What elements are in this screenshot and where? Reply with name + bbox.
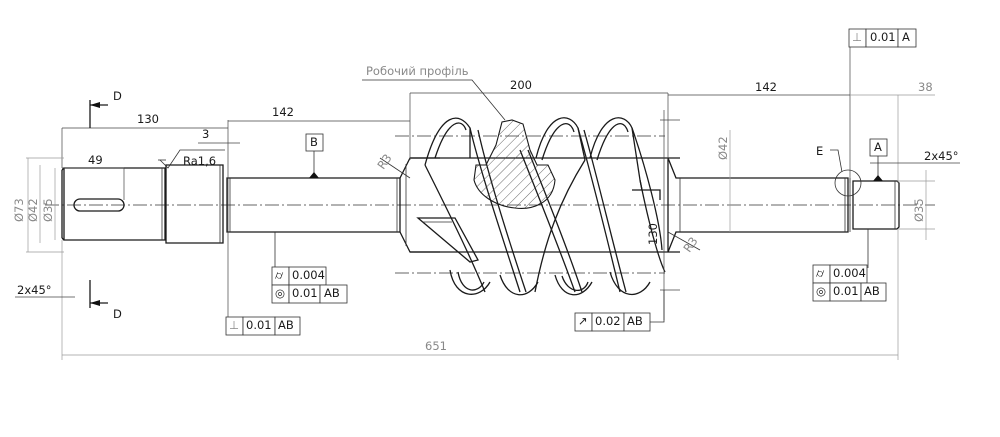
gdt-datum: AB: [324, 286, 340, 300]
dim-left-journal: 130: [137, 112, 159, 126]
gdt-datum: AB: [278, 318, 294, 332]
dimensions: [15, 40, 960, 360]
left-journal: [61, 167, 166, 241]
chamfer-left: 2x45°: [17, 283, 52, 297]
gdt-value: 0.01: [870, 30, 896, 44]
section-mark-top: D: [113, 89, 122, 103]
gdt-value: 0.01: [246, 318, 272, 332]
perpendicularity-icon: ⊥: [229, 318, 240, 332]
dim-dia-35-left: Ø35: [41, 198, 55, 222]
detail-circle-e: [834, 169, 862, 197]
gdt-value: 0.02: [595, 314, 621, 328]
gdt-value: 0.01: [833, 284, 859, 298]
detail-label-e: E: [816, 144, 824, 158]
gdt-frames: [225, 28, 917, 336]
roughness-label: Ra1,6: [183, 154, 217, 168]
gdt-value: 0.004: [833, 266, 866, 280]
section-mark-bottom: D: [113, 307, 122, 321]
dim-overall: 651: [425, 339, 447, 353]
dim-worm-length: 200: [510, 78, 532, 92]
perpendicularity-icon: ⊥: [852, 30, 863, 44]
right-journal: [852, 180, 900, 230]
datum-b: B: [310, 135, 318, 149]
dim-dia-35-right: Ø35: [912, 198, 926, 222]
worm-threads: [410, 117, 680, 296]
working-profile-section: [473, 119, 556, 209]
gdt-value: 0.004: [292, 268, 325, 282]
cylindricity-icon: ⌭: [816, 266, 825, 280]
dim-dia-73: Ø73: [12, 198, 26, 222]
left-shoulder: [165, 164, 224, 244]
dim-dia-42-left: Ø42: [26, 198, 40, 222]
concentricity-icon: ◎: [275, 286, 286, 300]
gdt-datum: A: [902, 30, 910, 44]
datum-a: A: [874, 140, 882, 154]
dim-right-shaft: 142: [755, 80, 777, 94]
cylindricity-icon: ⌭: [275, 268, 284, 282]
dim-gap: 3: [202, 127, 210, 141]
working-profile-label: Робочий профіль: [366, 64, 469, 78]
key-slot: [73, 198, 125, 212]
concentricity-icon: ◎: [816, 284, 827, 298]
dim-worm-dia: 130: [646, 223, 660, 245]
dim-left-shaft: 142: [272, 105, 294, 119]
dim-key-slot: 49: [88, 153, 103, 167]
gdt-value: 0.01: [292, 286, 318, 300]
dim-right-journal: 38: [918, 80, 933, 94]
gdt-datum: AB: [627, 314, 643, 328]
runout-icon: ↗: [578, 314, 588, 328]
dim-dia-42-right: Ø42: [716, 136, 730, 160]
chamfer-right: 2x45°: [924, 149, 959, 163]
gdt-datum: AB: [864, 284, 880, 298]
